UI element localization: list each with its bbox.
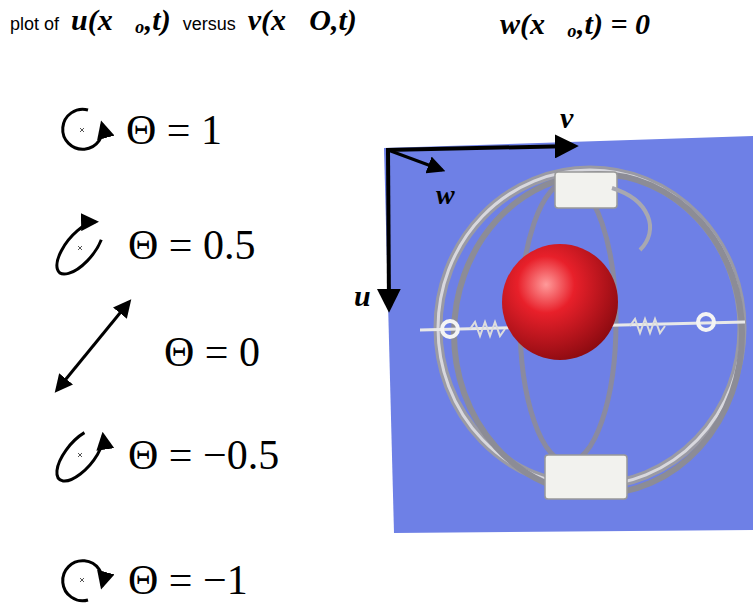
- axis-label: u: [354, 278, 371, 314]
- axes: [386, 146, 574, 308]
- axis-label: v: [560, 100, 573, 136]
- plane: [384, 136, 753, 533]
- math-expression: v(x⃗O,t): [248, 2, 357, 38]
- apparatus: [420, 170, 745, 499]
- theta-value: Θ = −0.5: [128, 430, 279, 480]
- rotation-symbols: [49, 109, 129, 600]
- math-expression: u(x⃗ₒ,t): [71, 2, 171, 38]
- math-expression: w(x⃗ₒ,t) = 0: [500, 6, 650, 42]
- theta-value: Θ = −1: [128, 555, 248, 605]
- theta-value: Θ = 0.5: [128, 220, 256, 270]
- header-row: plot of u(x⃗ₒ,t) versus v(x⃗O,t): [10, 2, 357, 38]
- header-text: versus: [183, 14, 236, 36]
- center-marks: [78, 128, 84, 582]
- axis-label: w: [436, 178, 455, 212]
- theta-value: Θ = 0: [164, 327, 260, 377]
- header-text: plot of: [10, 14, 59, 36]
- theta-value: Θ = 1: [126, 105, 222, 155]
